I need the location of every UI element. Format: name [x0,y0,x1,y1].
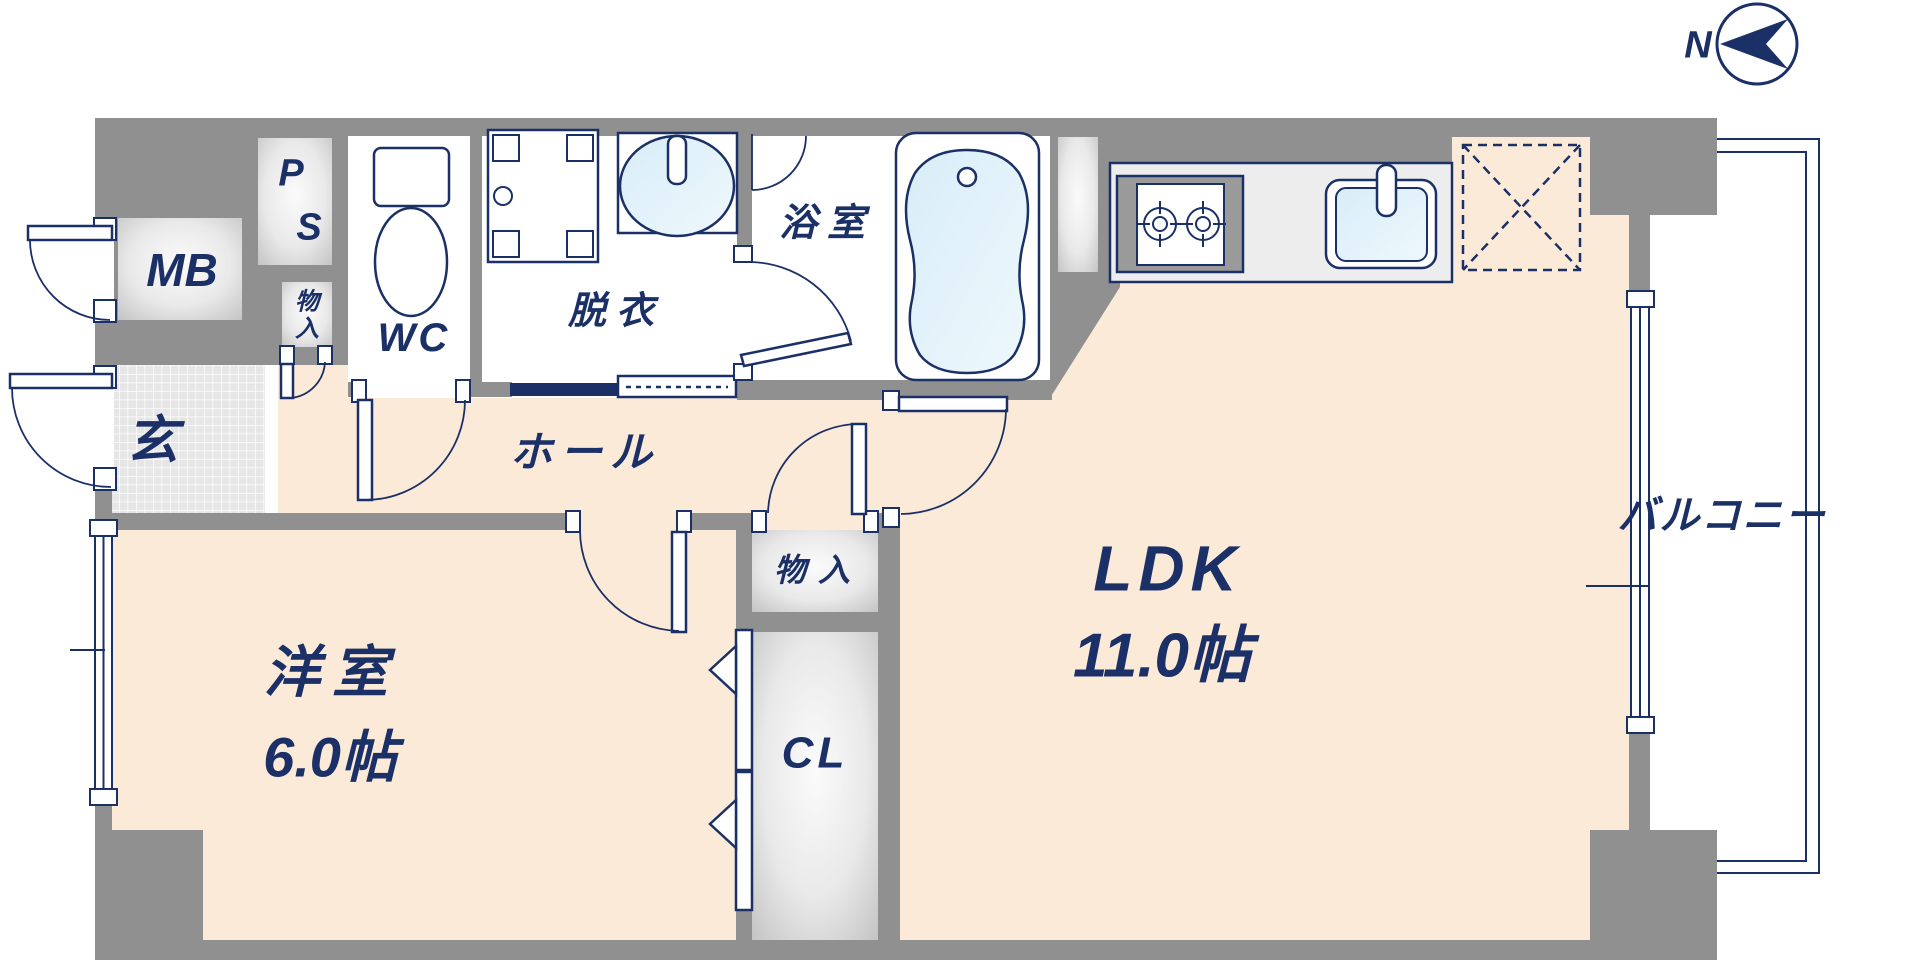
pipe-space-label-s: S [296,206,321,248]
toilet-icon [372,146,451,318]
wc-door [356,398,466,502]
meter-box-area [118,218,242,320]
fold-arrow-icon [708,643,738,697]
western-room-window [70,519,118,806]
kitchen-sink-icon [1324,163,1438,270]
entrance-step [265,365,278,513]
hall-storage-area [752,530,878,612]
balcony-outline [1717,138,1820,874]
hall-label: ホール [510,429,660,476]
pipe-space-area [258,138,332,265]
north-arrow-icon [1720,19,1788,69]
north-label: N [1684,24,1713,66]
bottom-wall [95,940,1717,960]
closet-label: CL [782,728,849,777]
washbasin-icon [616,131,739,238]
small-storage-area [282,282,332,347]
kitchen-counter [1108,161,1454,284]
doors [8,134,1009,634]
corner-block-top-right [1590,118,1717,215]
western-room-label: 洋室 [264,641,400,704]
closet-area [752,632,878,940]
corner-block-bottom-right [1590,830,1717,960]
door-jambs [93,217,900,533]
ldk-size: 11.0帖 [1073,622,1260,691]
bathroom-door [739,261,853,368]
hall-storage-label: 物入 [774,552,862,588]
ldk-label: LDK [1093,532,1243,604]
western-room-size: 6.0帖 [263,726,405,789]
dressing-sliding-door [510,374,738,399]
pipe-space-label-p: P [278,152,304,194]
entrance-tile-floor [112,365,265,513]
small-storage-label-1: 物 [295,288,323,315]
washing-machine-pan-icon [486,128,600,264]
stove-icon [1115,174,1245,274]
bathtub-icon [894,131,1041,382]
ldk-window [1586,290,1655,734]
meter-box-label: MB [146,244,218,296]
fold-arrow-icon [708,797,738,851]
dressing-room-label: 脱衣 [567,290,664,332]
hall-storage-door [767,422,868,516]
western-room-door [579,529,688,634]
pillar-area [1058,137,1098,272]
wc-label: WC [378,316,451,360]
room-labels: MB P S 物 入 WC 脱衣 浴室 玄 ホール 物入 CL 洋室 6.0帖 … [126,152,1826,789]
compass-icon: N [1684,2,1799,86]
entrance-label: 玄 [126,412,185,470]
small-storage-door [279,361,326,400]
closet-folding-door [708,628,754,912]
entrance-door [8,372,114,488]
bottom-left-notch [95,830,203,943]
meter-box-door [26,224,114,321]
bathroom-label: 浴室 [779,201,875,244]
balcony-label: バルコニー [1617,494,1826,538]
ldk-door [897,395,1009,515]
refrigerator-space-icon [1461,143,1582,272]
bathroom-corner-door [751,134,807,191]
small-storage-label-2: 入 [295,315,319,342]
